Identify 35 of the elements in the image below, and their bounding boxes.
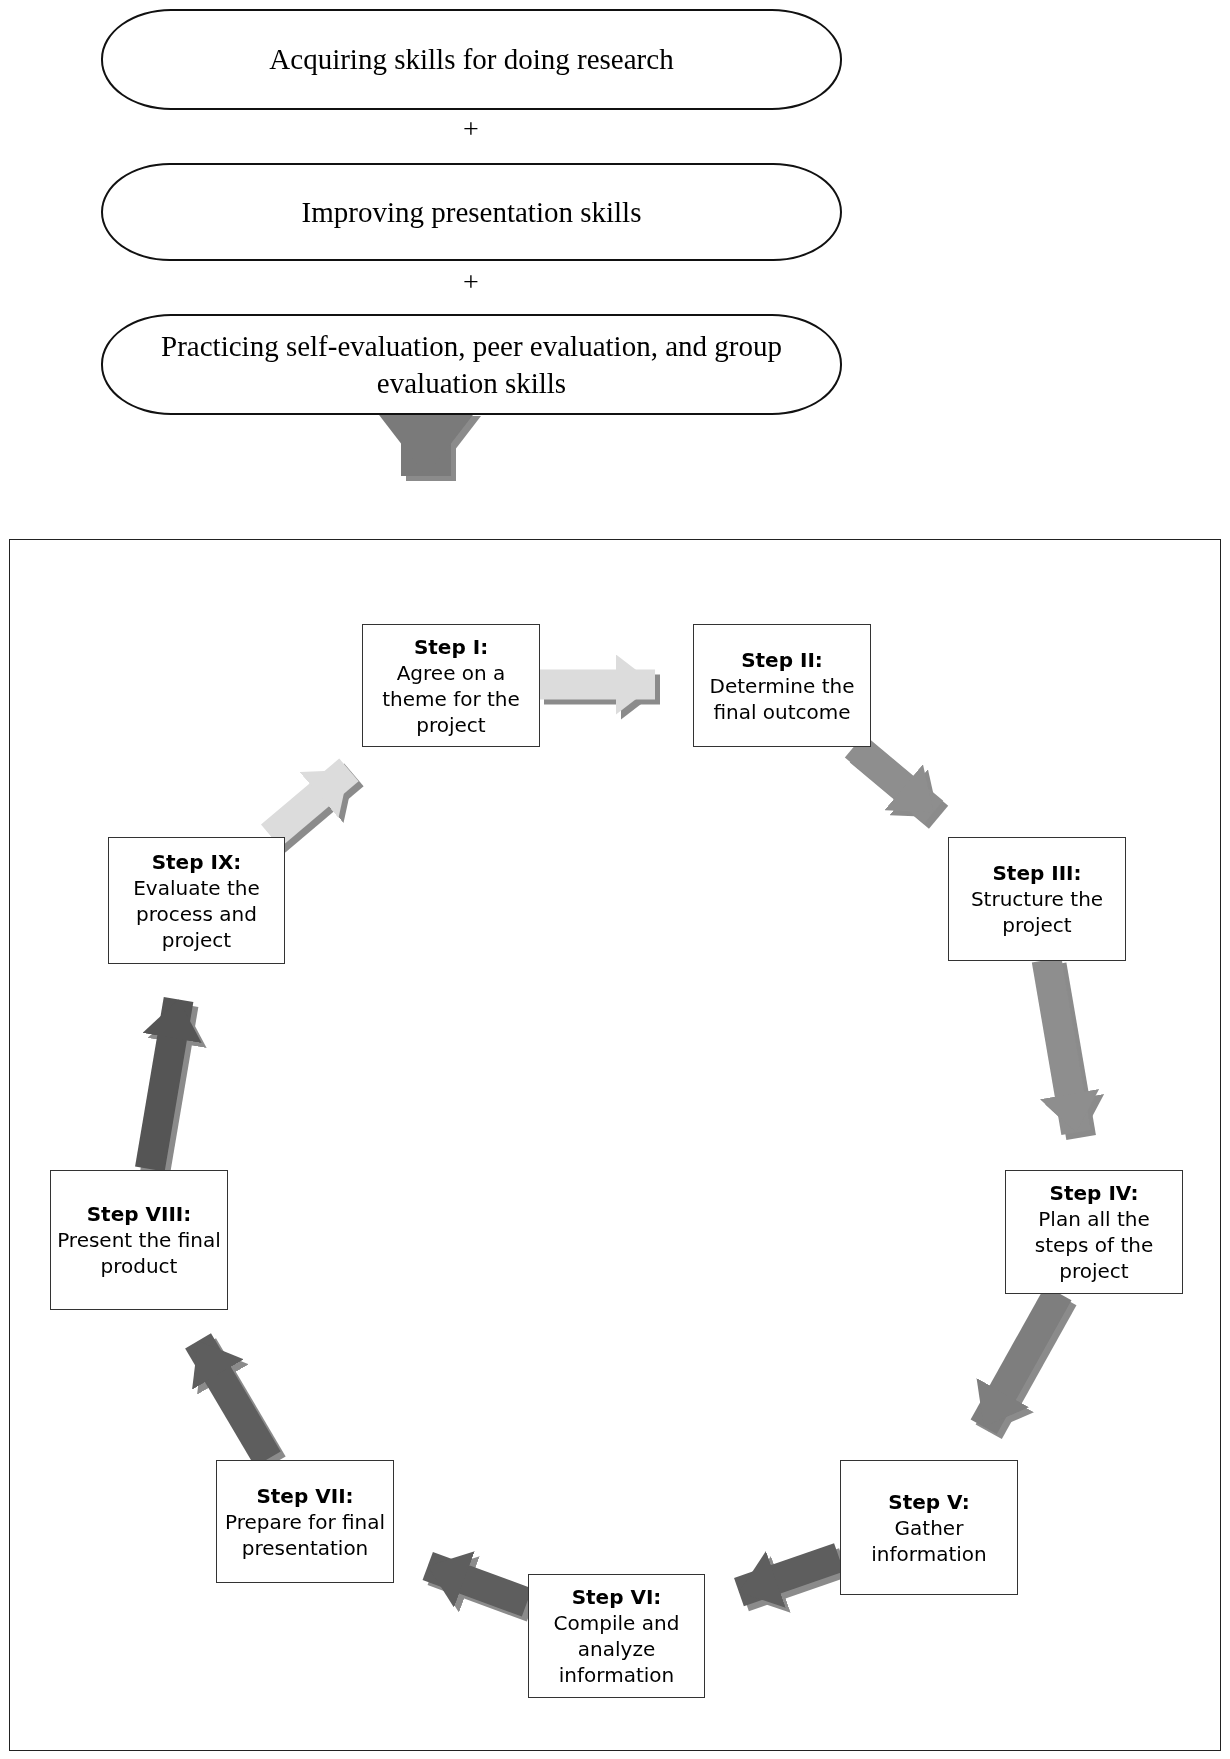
step-box xyxy=(840,1460,1018,1595)
step-heading: Step VI: xyxy=(571,1584,662,1610)
step-description: Determine the final outcome xyxy=(708,672,856,725)
step-heading: Step III: xyxy=(992,860,1082,886)
goal-text: Improving presentation skills xyxy=(301,194,642,230)
step-description: Gather information xyxy=(870,1514,988,1567)
step-description: Compile and analyze information xyxy=(552,1610,681,1688)
step-heading: Step VII: xyxy=(256,1482,354,1509)
step-description: Agree on a theme for the project xyxy=(381,659,521,738)
plus-sign: + xyxy=(463,113,479,145)
block-arrow xyxy=(539,654,655,715)
step-description: Evaluate the process and project xyxy=(132,874,261,953)
step-box xyxy=(528,1574,705,1698)
step-heading: Step II: xyxy=(741,646,823,673)
step-description: Structure the project xyxy=(969,886,1105,938)
step-description: Prepare for final presentation xyxy=(223,1508,387,1561)
step-box xyxy=(948,837,1126,961)
step-heading: Step I: xyxy=(413,633,489,660)
step-box xyxy=(50,1170,228,1310)
step-heading: Step V: xyxy=(888,1488,970,1515)
step-box xyxy=(1005,1170,1183,1294)
step-heading: Step IV: xyxy=(1049,1180,1139,1206)
step-heading: Step VIII: xyxy=(86,1201,192,1227)
step-heading: Step IX: xyxy=(151,848,242,875)
step-description: Plan all the steps of the project xyxy=(1033,1206,1155,1284)
step-box xyxy=(693,624,871,747)
plus-sign: + xyxy=(463,266,479,298)
goal-text: Acquiring skills for doing research xyxy=(269,42,674,78)
step-box xyxy=(108,837,285,964)
goal-text: Practicing self-evaluation, peer evaluation, and group evaluation skills xyxy=(160,329,783,401)
step-description: Present the final product xyxy=(57,1227,221,1279)
frame-box xyxy=(9,539,1221,1751)
block-arrow xyxy=(135,996,202,1172)
step-box xyxy=(362,624,540,747)
step-box xyxy=(216,1460,394,1583)
